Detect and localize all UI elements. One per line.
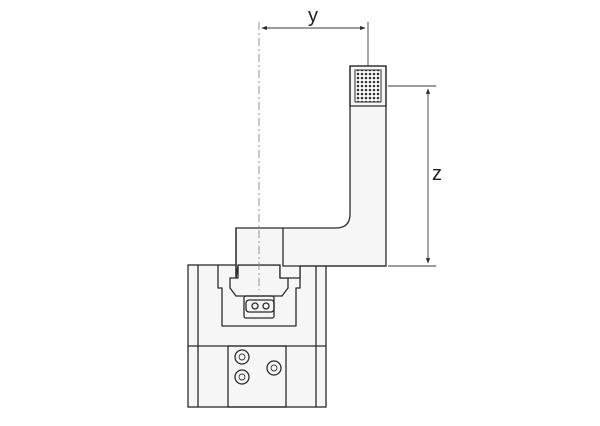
dimension-z: z [388, 85, 442, 267]
dimension-y-label: y [308, 5, 318, 27]
tool-arm [235, 65, 387, 279]
dimension-y: y [261, 5, 369, 66]
screw-icons [234, 349, 282, 385]
coolant-plate [245, 299, 275, 313]
cutting-insert [349, 65, 387, 107]
dimension-z-label: z [432, 163, 442, 185]
base-block [187, 264, 327, 408]
